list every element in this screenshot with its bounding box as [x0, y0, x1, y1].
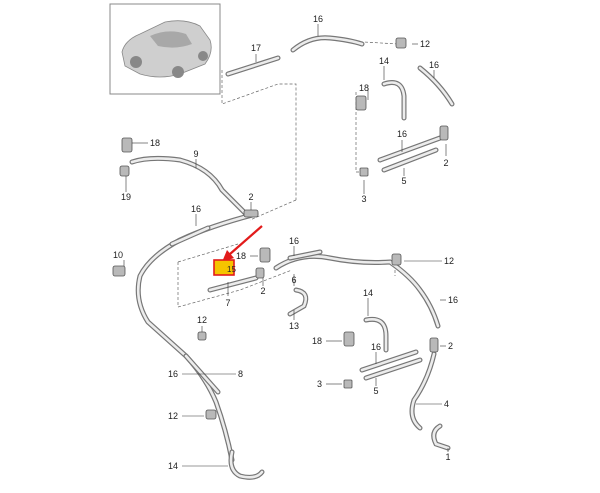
part-labels: 16 12 17 14 16 18 18 16 9 2 5 19 2 3 16 … [113, 14, 458, 471]
label-16-right-mid[interactable]: 16 [448, 295, 458, 305]
label-16-center[interactable]: 16 [289, 236, 299, 246]
label-3-lower[interactable]: 3 [317, 379, 322, 389]
label-16-top[interactable]: 16 [313, 14, 323, 24]
car-thumbnail[interactable] [109, 3, 221, 95]
label-2-center[interactable]: 2 [260, 286, 265, 296]
label-15[interactable]: 15 [227, 265, 236, 274]
label-8[interactable]: 8 [238, 369, 243, 379]
label-12-right[interactable]: 12 [444, 256, 454, 266]
label-12-left-mid[interactable]: 12 [197, 315, 207, 325]
label-12-bottom[interactable]: 12 [168, 411, 178, 421]
label-2-mid[interactable]: 2 [248, 192, 253, 202]
label-5[interactable]: 5 [401, 176, 406, 186]
label-16-mid[interactable]: 16 [397, 129, 407, 139]
label-18-lower[interactable]: 18 [312, 336, 322, 346]
label-4[interactable]: 4 [444, 399, 449, 409]
label-19[interactable]: 19 [121, 192, 131, 202]
label-14-mid[interactable]: 14 [363, 288, 373, 298]
car-thumbnail-icon [121, 20, 212, 78]
connector-parts [112, 37, 449, 420]
label-13[interactable]: 13 [289, 321, 299, 331]
label-17[interactable]: 17 [251, 43, 261, 53]
label-14-bottom[interactable]: 14 [168, 461, 178, 471]
label-1[interactable]: 1 [445, 452, 450, 462]
label-6[interactable]: 6 [291, 275, 296, 285]
label-2-lower-right[interactable]: 2 [448, 341, 453, 351]
label-7[interactable]: 7 [225, 298, 230, 308]
label-3-top[interactable]: 3 [361, 194, 366, 204]
hose-lines [129, 35, 455, 480]
label-18-top[interactable]: 18 [359, 83, 369, 93]
leader-lines [123, 24, 449, 467]
label-16-lower[interactable]: 16 [371, 342, 381, 352]
label-2-top-right[interactable]: 2 [443, 158, 448, 168]
highlight-part-15[interactable] [213, 225, 263, 276]
label-18-left[interactable]: 18 [150, 138, 160, 148]
label-9[interactable]: 9 [193, 149, 198, 159]
label-12-top[interactable]: 12 [420, 39, 430, 49]
label-16-right-top[interactable]: 16 [429, 60, 439, 70]
label-10[interactable]: 10 [113, 250, 123, 260]
label-16-left[interactable]: 16 [191, 204, 201, 214]
label-16-left-lower[interactable]: 16 [168, 369, 178, 379]
label-5-lower[interactable]: 5 [373, 386, 378, 396]
label-14-top[interactable]: 14 [379, 56, 389, 66]
label-18-center[interactable]: 18 [236, 251, 246, 261]
